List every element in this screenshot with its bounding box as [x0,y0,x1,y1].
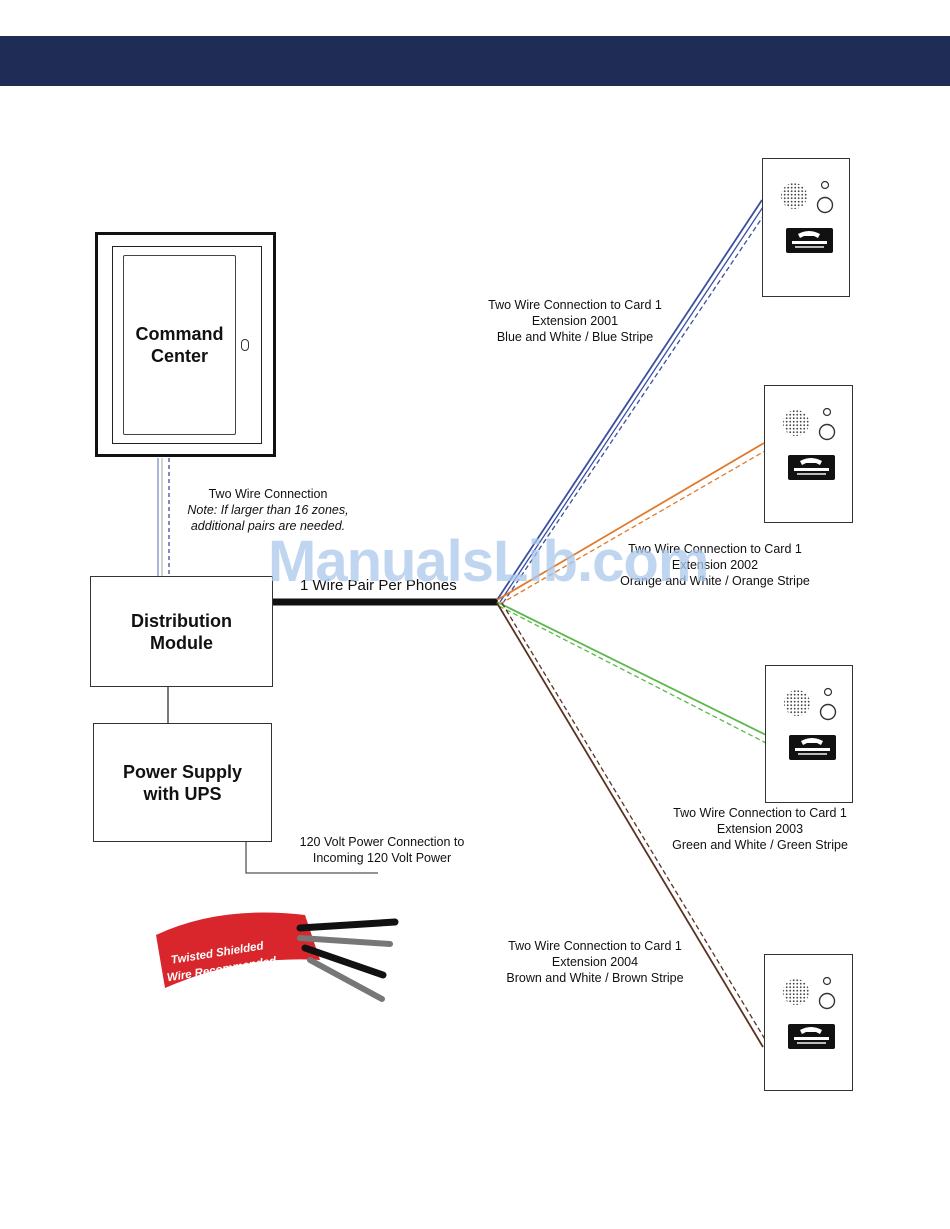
connection-label-2003: Two Wire Connection to Card 1 Extension … [655,805,865,853]
phone-station-2001 [762,158,850,297]
wire-blue-solid [496,199,763,601]
wire-brown-dashed [501,602,767,1042]
power-supply-box: Power Supply with UPS [93,723,272,842]
cable-badge-shape [156,912,320,988]
connection-2004-line2: Extension 2004 [551,955,639,969]
power-wire [245,842,378,874]
command-center-cabinet [95,232,276,457]
two-wire-note-title: Two Wire Connection [208,487,328,501]
phone-station-2003 [765,665,853,803]
power-label-line1: 120 Volt Power Connection to [299,835,465,849]
connection-2004-line1: Two Wire Connection to Card 1 [508,939,682,953]
trunk-label: 1 Wire Pair Per Phones [300,577,457,594]
shielded-cable-graphic [156,912,399,1002]
power-label-line2: Incoming 120 Volt Power [312,851,452,865]
header-bar [0,36,950,86]
watermark: ManualsLib.com [268,529,709,594]
connection-2002-line2: Extension 2002 [671,558,759,572]
wire-orange-solid [496,442,765,601]
connection-label-2002: Two Wire Connection to Card 1 Extension … [600,541,830,589]
command-center-label-1: Command [135,324,224,344]
connection-2001-line1: Two Wire Connection to Card 1 [488,298,662,312]
command-center-frame [112,246,262,444]
command-center-label-2: Center [150,346,208,366]
phone-station-2004 [764,954,853,1091]
connection-2003-line2: Extension 2003 [716,822,804,836]
power-supply-label-1: Power Supply [122,761,243,782]
connection-2001-line3: Blue and White / Blue Stripe [496,330,654,344]
connection-2002-line3: Orange and White / Orange Stripe [620,574,810,588]
connection-2003-line1: Two Wire Connection to Card 1 [673,806,847,820]
connection-2003-line3: Green and White / Green Stripe [672,838,848,852]
wire-brown-solid [496,602,764,1048]
connection-2004-line3: Brown and White / Brown Stripe [506,971,684,985]
distribution-module-box: Distribution Module [90,576,273,687]
two-wire-note: Two Wire Connection Note: If larger than… [178,486,358,534]
wire-green-dashed [498,605,767,744]
wire-blue-solid2 [499,206,764,603]
connection-label-2004: Two Wire Connection to Card 1 Extension … [490,938,700,986]
two-wire-note-line2: additional pairs are needed. [190,519,346,533]
wire-blue-dashed [502,214,765,604]
distribution-module-label-1: Distribution [131,610,232,631]
wire-orange-dashed [499,450,766,605]
two-wire-note-line1: Note: If larger than 16 zones, [187,503,349,517]
phone-station-2002 [764,385,853,523]
door-knob-icon [241,339,249,351]
distribution-module-label-2: Module [150,632,213,653]
connection-2001-line2: Extension 2001 [531,314,619,328]
command-center-door: Command Center [123,255,236,435]
connection-label-2001: Two Wire Connection to Card 1 Extension … [470,297,680,345]
power-supply-label-2: with UPS [143,783,222,804]
connection-2002-line1: Two Wire Connection to Card 1 [628,542,802,556]
power-connection-label: 120 Volt Power Connection to Incoming 12… [282,834,482,866]
wire-green-solid [496,601,767,736]
